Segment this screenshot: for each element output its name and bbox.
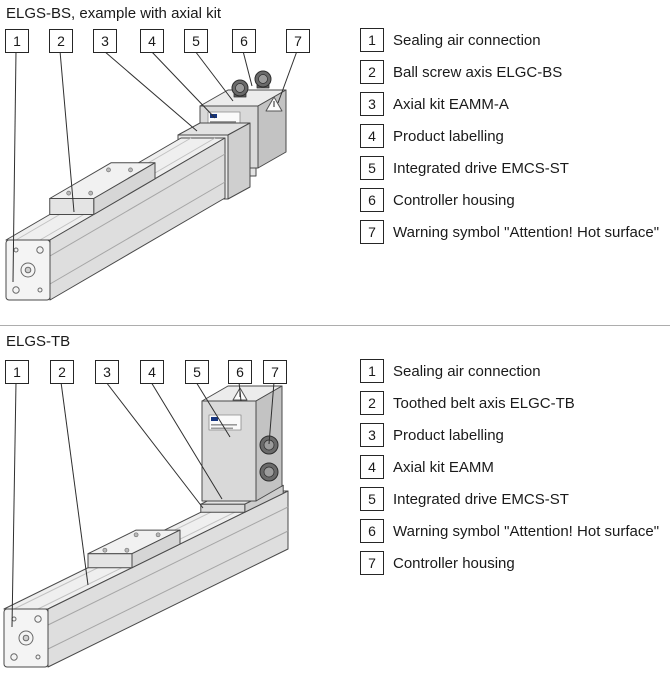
legend-label: Integrated drive EMCS-ST bbox=[393, 490, 569, 508]
legend-num: 7 bbox=[360, 551, 384, 575]
legend-label: Integrated drive EMCS-ST bbox=[393, 159, 569, 177]
legend-row: 3 Axial kit EAMM-A bbox=[360, 92, 509, 116]
m8-connectors bbox=[231, 70, 272, 98]
legend-label: Sealing air connection bbox=[393, 362, 541, 380]
callout-1: 1 bbox=[5, 360, 29, 384]
callout-5: 5 bbox=[185, 360, 209, 384]
sealing-air-connection bbox=[12, 246, 44, 294]
drive-unit bbox=[201, 385, 283, 502]
legend-num: 7 bbox=[360, 220, 384, 244]
legend-row: 1 Sealing air connection bbox=[360, 359, 541, 383]
legend-row: 7 Controller housing bbox=[360, 551, 515, 575]
warning-symbol-icon bbox=[265, 96, 283, 112]
callout-6: 6 bbox=[228, 360, 252, 384]
legend-num: 4 bbox=[360, 455, 384, 479]
callout-5: 5 bbox=[184, 29, 208, 53]
legend-row: 4 Product labelling bbox=[360, 124, 504, 148]
callout-3: 3 bbox=[95, 360, 119, 384]
legend-label: Product labelling bbox=[393, 426, 504, 444]
section-divider bbox=[0, 325, 670, 326]
slide-carriage bbox=[87, 529, 181, 569]
section-elgs-tb: ELGS-TB 1 2 3 4 5 6 7 1 Sealing air conn… bbox=[0, 331, 670, 681]
callout-7: 7 bbox=[263, 360, 287, 384]
legend-label: Controller housing bbox=[393, 191, 515, 209]
legend-row: 1 Sealing air connection bbox=[360, 28, 541, 52]
legend-label: Axial kit EAMM-A bbox=[393, 95, 509, 113]
legend-num: 1 bbox=[360, 359, 384, 383]
elgs-tb-illustration bbox=[3, 381, 289, 668]
callout-4: 4 bbox=[140, 360, 164, 384]
legend-label: Warning symbol "Attention! Hot surface" bbox=[393, 223, 660, 241]
legend-row: 7 Warning symbol "Attention! Hot surface… bbox=[360, 220, 660, 244]
section-elgs-bs: ELGS-BS, example with axial kit 1 2 3 4 … bbox=[0, 0, 670, 324]
callout-6: 6 bbox=[232, 29, 256, 53]
legend-num: 3 bbox=[360, 423, 384, 447]
legend-label: Toothed belt axis ELGC-TB bbox=[393, 394, 575, 412]
legend-label: Ball screw axis ELGC-BS bbox=[393, 63, 563, 81]
legend-row: 6 Controller housing bbox=[360, 188, 515, 212]
legend-num: 6 bbox=[360, 519, 384, 543]
linear-axis-rail bbox=[3, 490, 289, 668]
legend-num: 3 bbox=[360, 92, 384, 116]
callout-4: 4 bbox=[140, 29, 164, 53]
legend-row: 2 Ball screw axis ELGC-BS bbox=[360, 60, 563, 84]
leader-lines bbox=[12, 50, 298, 283]
leader-lines bbox=[11, 381, 275, 628]
legend-num: 5 bbox=[360, 156, 384, 180]
callout-3: 3 bbox=[93, 29, 117, 53]
legend-row: 3 Product labelling bbox=[360, 423, 504, 447]
legend-row: 6 Warning symbol "Attention! Hot surface… bbox=[360, 519, 660, 543]
legend-row: 2 Toothed belt axis ELGC-TB bbox=[360, 391, 575, 415]
legend-row: 5 Integrated drive EMCS-ST bbox=[360, 487, 569, 511]
legend-row: 5 Integrated drive EMCS-ST bbox=[360, 156, 569, 180]
legend-num: 2 bbox=[360, 391, 384, 415]
callout-1: 1 bbox=[5, 29, 29, 53]
callout-2: 2 bbox=[49, 29, 73, 53]
legend-label: Controller housing bbox=[393, 554, 515, 572]
section-title: ELGS-TB bbox=[6, 333, 71, 350]
legend-num: 6 bbox=[360, 188, 384, 212]
legend-label: Warning symbol "Attention! Hot surface" bbox=[393, 522, 660, 540]
elgs-bs-illustration bbox=[5, 50, 298, 301]
callout-2: 2 bbox=[50, 360, 74, 384]
legend-row: 4 Axial kit EAMM bbox=[360, 455, 494, 479]
sealing-air-connection bbox=[10, 615, 42, 661]
legend-num: 4 bbox=[360, 124, 384, 148]
m8-connectors bbox=[259, 435, 279, 482]
legend-num: 2 bbox=[360, 60, 384, 84]
legend-label: Sealing air connection bbox=[393, 31, 541, 49]
callout-7: 7 bbox=[286, 29, 310, 53]
slide-carriage bbox=[49, 162, 156, 215]
legend-num: 5 bbox=[360, 487, 384, 511]
section-title: ELGS-BS, example with axial kit bbox=[6, 5, 222, 22]
legend-num: 1 bbox=[360, 28, 384, 52]
legend-label: Product labelling bbox=[393, 127, 504, 145]
legend-label: Axial kit EAMM bbox=[393, 458, 494, 476]
product-label bbox=[208, 414, 242, 431]
